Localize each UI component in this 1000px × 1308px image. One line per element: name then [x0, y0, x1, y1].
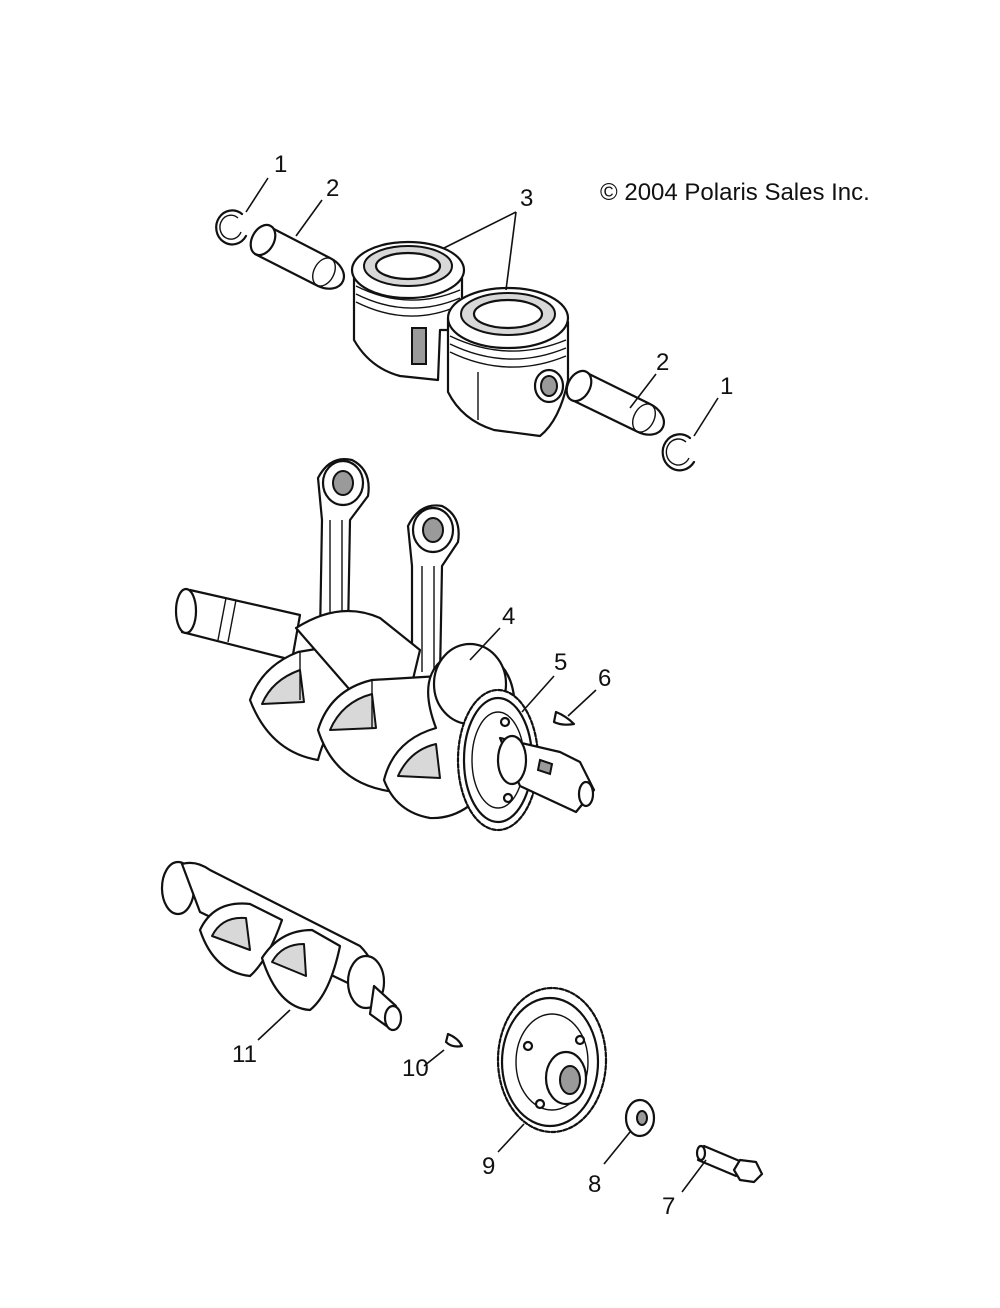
callout-1: 1 [274, 151, 287, 178]
callout-10: 10 [402, 1055, 429, 1082]
callout-1: 1 [720, 373, 733, 400]
piston-front [446, 286, 570, 438]
piston-back [350, 240, 466, 382]
woodruff-key-balance [444, 1032, 464, 1048]
piston-pin-right [565, 369, 665, 436]
circlip-right [661, 433, 696, 472]
bolt [695, 1144, 764, 1184]
callout-labels: 1 2 3 2 1 4 5 6 11 10 9 8 7 [232, 151, 733, 1220]
balance-shaft [160, 860, 403, 1032]
callout-6: 6 [598, 665, 611, 692]
piston-pin-left [249, 223, 345, 290]
callout-3: 3 [520, 185, 533, 212]
balance-gear [496, 986, 608, 1134]
callout-7: 7 [662, 1193, 675, 1220]
crankshaft-output-end [496, 734, 596, 814]
washer [624, 1098, 656, 1138]
copyright-text: © 2004 Polaris Sales Inc. [600, 179, 870, 206]
woodruff-key-crank [552, 710, 576, 726]
callout-2: 2 [656, 349, 669, 376]
callout-2: 2 [326, 175, 339, 202]
callout-11: 11 [232, 1041, 257, 1068]
leader-lines [245, 177, 719, 1193]
callout-8: 8 [588, 1171, 601, 1198]
circlip-left [215, 209, 248, 246]
callout-9: 9 [482, 1153, 495, 1180]
callout-5: 5 [554, 649, 567, 676]
callout-4: 4 [502, 603, 515, 630]
